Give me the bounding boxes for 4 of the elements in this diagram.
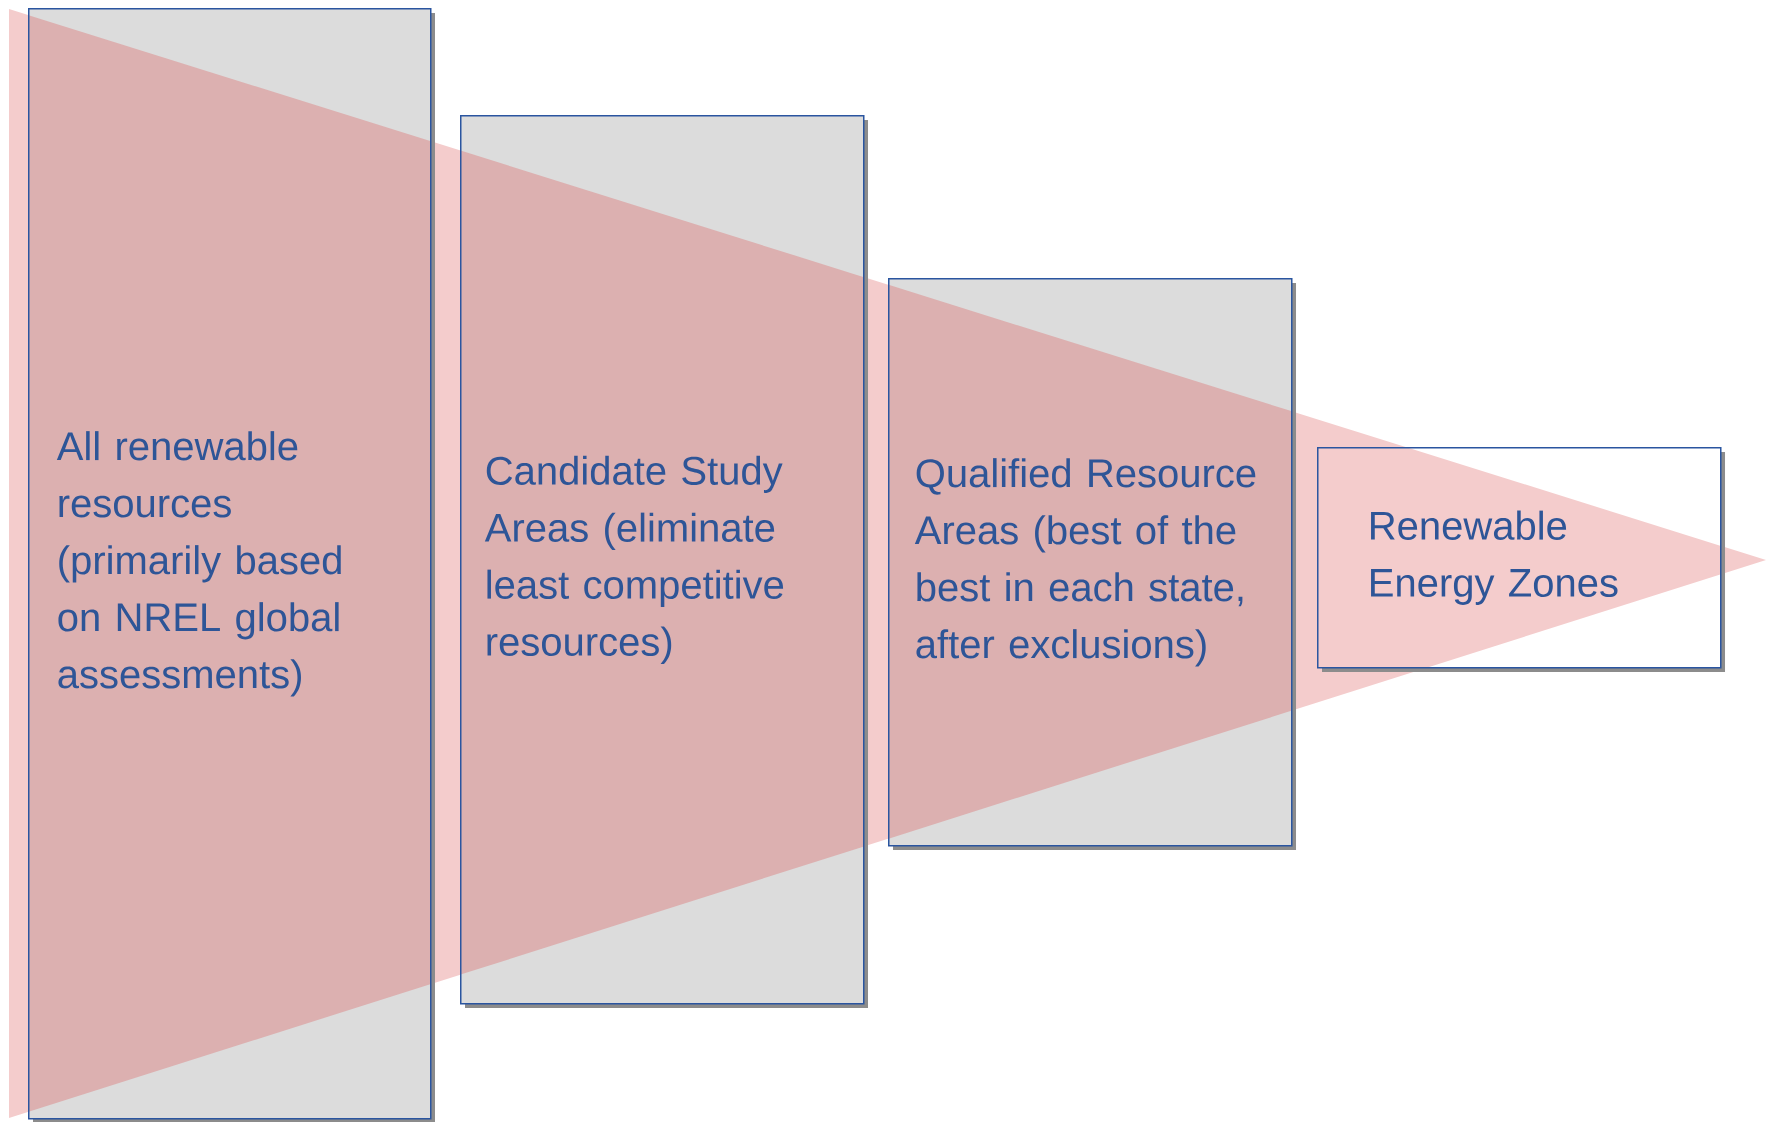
process-box: Qualified Resource Areas (best of the best in each state, after exclusions) bbox=[888, 278, 1296, 850]
process-box: Candidate Study Areas (eliminate least competitive resources) bbox=[460, 115, 868, 1008]
process-box: Renewable Energy Zones bbox=[1317, 447, 1725, 672]
process-box: All renewable resources (primarily based on NREL global assessments) bbox=[28, 8, 435, 1122]
